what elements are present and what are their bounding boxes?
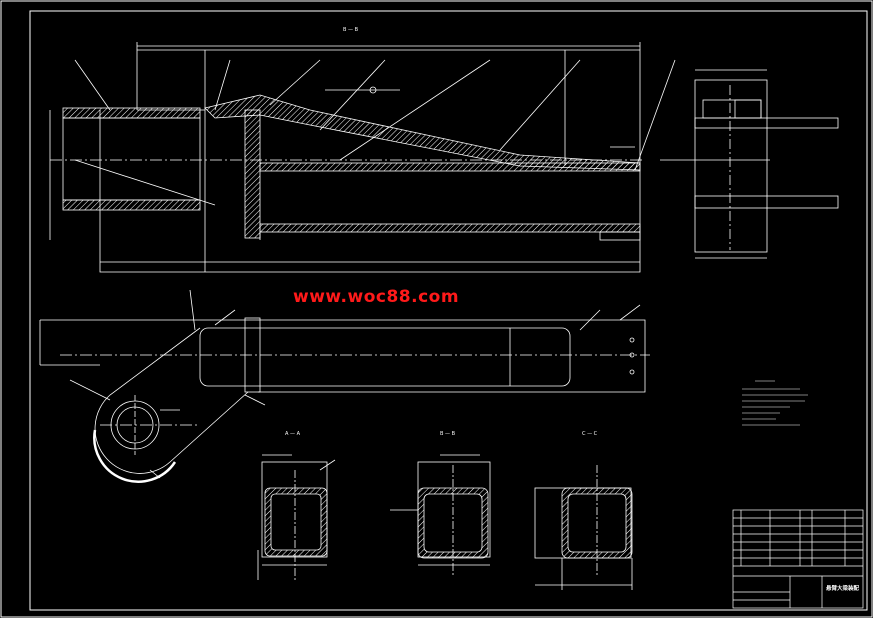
inner-border <box>29 10 868 611</box>
technical-notes <box>742 380 808 426</box>
side-view <box>660 69 839 259</box>
main-view: B — B <box>49 27 676 273</box>
section-label-top: B — B <box>343 27 359 33</box>
watermark-text: www.woc88.com <box>293 287 460 307</box>
section-label-middle: B — B <box>440 431 456 437</box>
title-block: 悬臂大梁装配 <box>732 509 864 609</box>
section-c-c: C — C <box>534 431 633 590</box>
plan-view <box>39 289 650 483</box>
section-a-a: A — A <box>257 431 336 580</box>
section-label-left: A — A <box>285 431 301 437</box>
section-label-right: C — C <box>582 431 598 437</box>
drawing-title: 悬臂大梁装配 <box>825 584 860 592</box>
section-b-b: B — B <box>390 431 491 575</box>
